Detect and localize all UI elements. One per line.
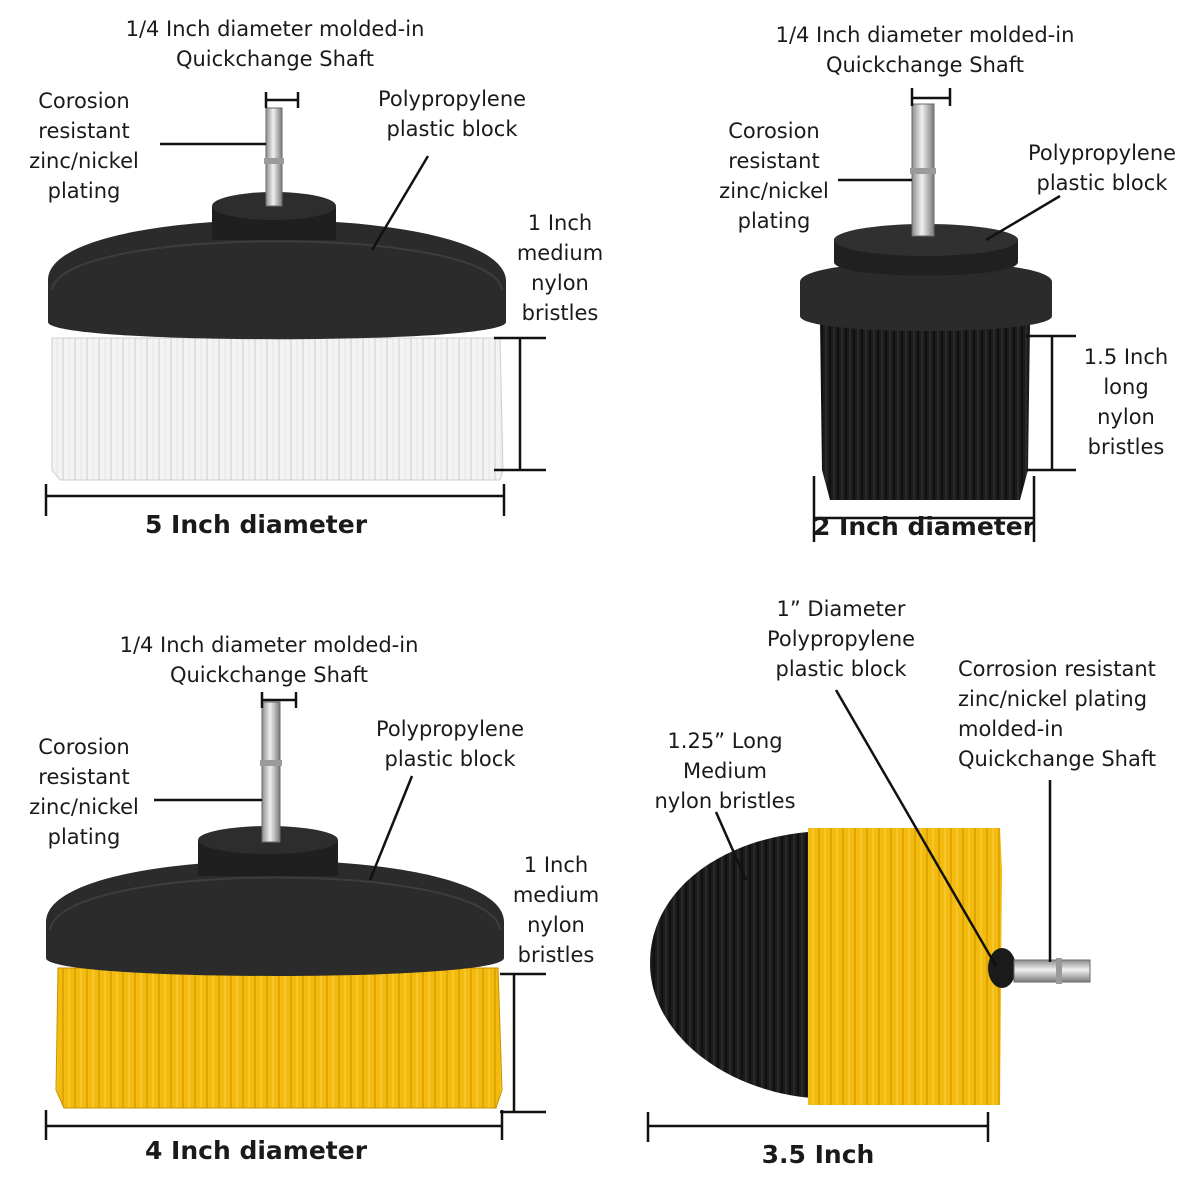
yellow-plating-label: Corosion resistant zinc/nickel plating — [29, 735, 139, 849]
round-shaft-label: Corrosion resistant zinc/nickel plating … — [958, 657, 1157, 771]
yellow-shaft-label: 1/4 Inch diameter molded-in Quickchange … — [119, 633, 419, 687]
round-brush-yellow-bristles — [808, 828, 1002, 1105]
yellow-bristle-label: 1 Inch medium nylon bristles — [512, 853, 600, 967]
yellow-brush — [46, 701, 504, 1109]
black-diameter-label: 2 Inch diameter — [812, 512, 1036, 541]
white-brush — [48, 107, 506, 481]
black-shaft-label: 1/4 Inch diameter molded-in Quickchange … — [775, 23, 1075, 77]
leader-lines — [44, 88, 1076, 1142]
white-bristle-label: 1 Inch medium nylon bristles — [516, 211, 604, 325]
yellow-block-label: Polypropylene plastic block — [375, 717, 525, 771]
black-brush — [800, 103, 1052, 500]
white-brush-block — [48, 220, 506, 340]
white-bristles — [51, 337, 504, 481]
white-plating-label: Corosion resistant zinc/nickel plating — [29, 89, 139, 203]
round-brush-shaft — [1013, 959, 1091, 983]
black-block-label: Polypropylene plastic block — [1027, 141, 1177, 195]
black-brush-block — [800, 261, 1052, 331]
yellow-brush-shaft — [261, 701, 281, 843]
round-brush-black-bristles — [649, 832, 812, 1098]
round-length-label: 3.5 Inch — [761, 1140, 875, 1169]
white-diameter-label: 5 Inch diameter — [144, 510, 368, 539]
round-brush-cap — [988, 948, 1016, 988]
yellow-diameter-label: 4 Inch diameter — [144, 1136, 368, 1165]
white-shaft-label: 1/4 Inch diameter molded-in Quickchange … — [125, 17, 425, 71]
white-block-label: Polypropylene plastic block — [377, 87, 527, 141]
yellow-bristles — [55, 967, 503, 1109]
black-bristles — [820, 322, 1030, 500]
black-plating-label: Corosion resistant zinc/nickel plating — [719, 119, 829, 233]
yellow-brush-block — [46, 860, 504, 976]
white-brush-shaft — [265, 107, 283, 207]
black-bristle-label: 1.5 Inch long nylon bristles — [1083, 345, 1169, 459]
round-bristle-label: 1.25” Long Medium nylon bristles — [654, 729, 796, 813]
round-block-label: 1” Diameter Polypropylene plastic block — [766, 597, 916, 681]
round-brush — [649, 828, 1091, 1105]
